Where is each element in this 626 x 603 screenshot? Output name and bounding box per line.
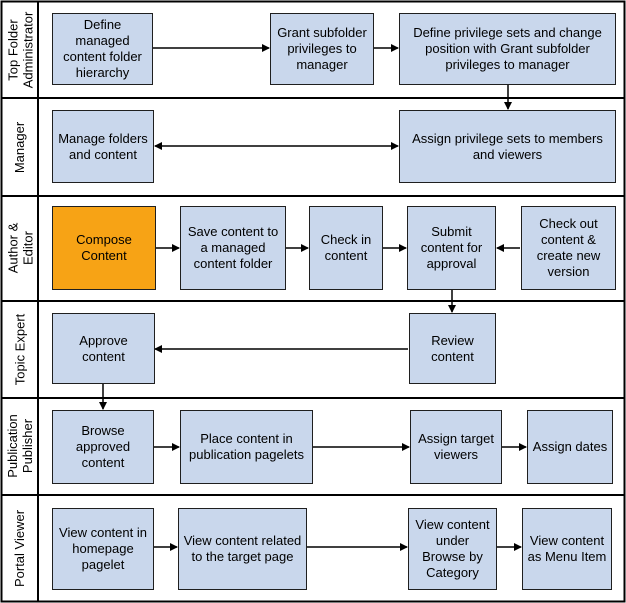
box-save-content[interactable]: Save content to a managed content folder xyxy=(180,206,286,290)
box-assign-privilege-sets[interactable]: Assign privilege sets to members and vie… xyxy=(399,110,616,183)
box-define-privilege-sets[interactable]: Define privilege sets and change positio… xyxy=(399,13,616,85)
box-define-hierarchy[interactable]: Define managed content folder hierarchy xyxy=(52,13,153,85)
box-check-out[interactable]: Check out content & create new version xyxy=(521,206,616,290)
box-manage-folders[interactable]: Manage folders and content xyxy=(52,110,154,183)
box-view-browse[interactable]: View content under Browse by Category xyxy=(408,508,497,590)
box-assign-dates[interactable]: Assign dates xyxy=(527,410,613,484)
box-check-in[interactable]: Check in content xyxy=(309,206,383,290)
box-review-content[interactable]: Review content xyxy=(409,313,496,384)
box-assign-target-viewers[interactable]: Assign target viewers xyxy=(410,410,502,484)
box-place-content[interactable]: Place content in publication pagelets xyxy=(180,410,313,484)
box-submit-approval[interactable]: Submit content for approval xyxy=(407,206,496,290)
box-grant-subfolder[interactable]: Grant subfolder privileges to manager xyxy=(270,13,374,85)
box-approve-content[interactable]: Approve content xyxy=(52,313,155,384)
box-view-related[interactable]: View content related to the target page xyxy=(178,508,307,590)
box-view-homepage[interactable]: View content in homepage pagelet xyxy=(52,508,154,590)
box-compose-content[interactable]: Compose Content xyxy=(52,206,156,290)
box-browse-approved[interactable]: Browse approved content xyxy=(52,410,154,484)
box-view-menu[interactable]: View content as Menu Item xyxy=(522,508,612,590)
